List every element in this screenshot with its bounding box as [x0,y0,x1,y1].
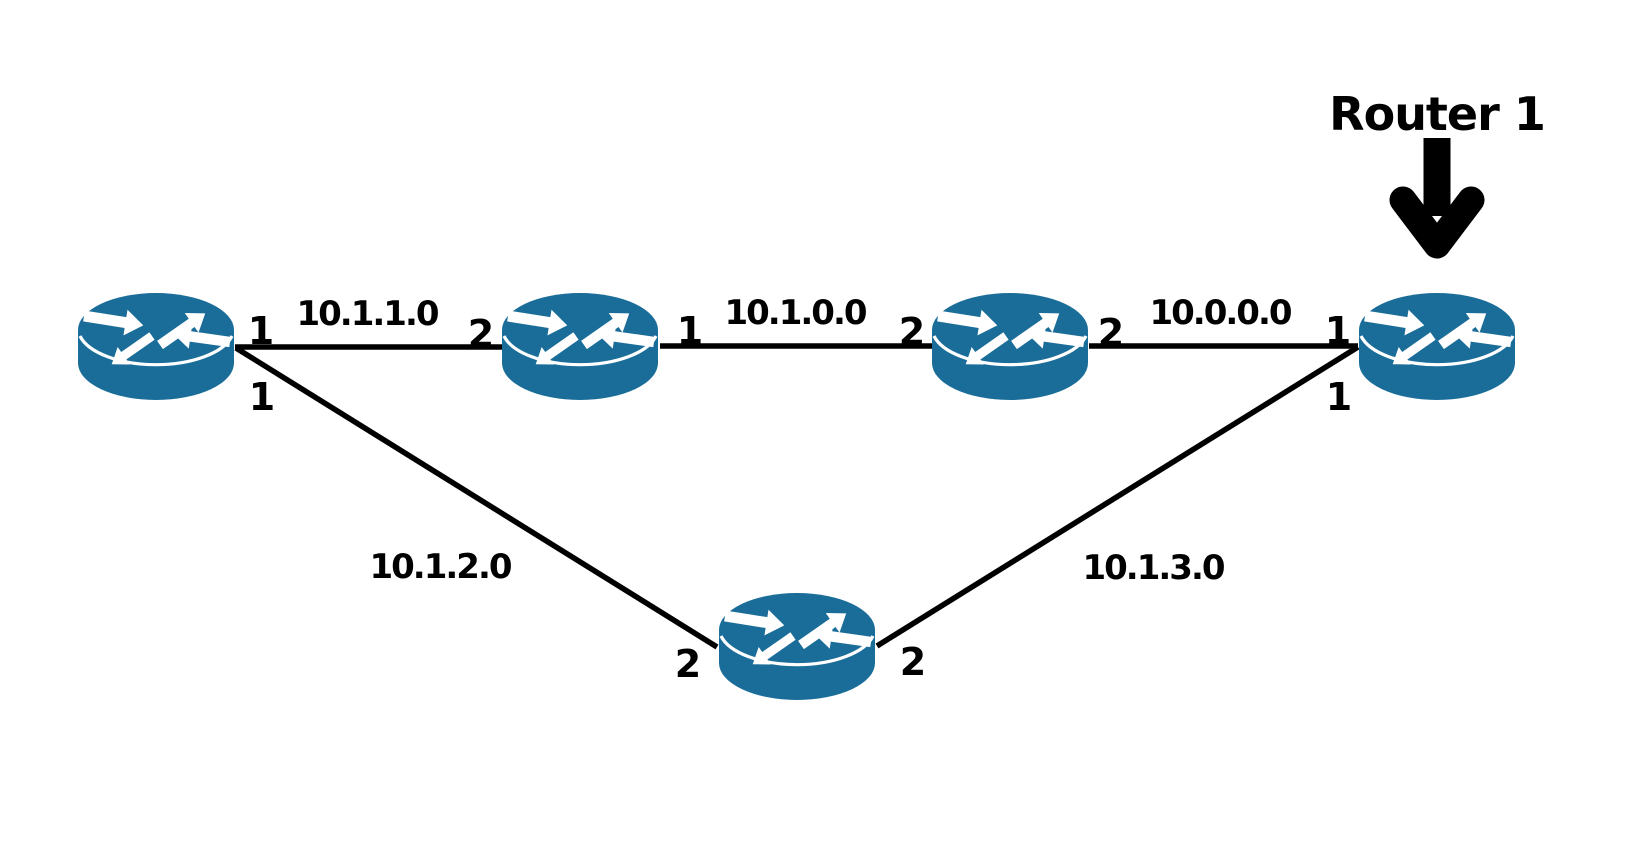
link-bottom-router1 [875,344,1360,649]
if-label-a-bottom-end-b: 2 [674,642,702,686]
if-label-a-b-end-b: 2 [467,312,495,356]
if-label-b-c-end-a: 1 [676,309,704,353]
router-icon [1357,292,1517,400]
router-icon [500,292,660,400]
if-label-c-router1-end-a: 2 [1097,311,1125,355]
router-1 [1357,292,1517,400]
if-label-a-b-end-a: 1 [247,309,275,353]
if-label-bottom-router1-end-a: 2 [899,640,927,684]
router-icon [717,592,877,700]
router-icon [76,292,236,400]
link-a-bottom [234,345,719,650]
if-label-a-bottom-end-a: 1 [248,375,276,419]
router-icon [930,292,1090,400]
router-mid-right [930,292,1090,400]
network-label-10-1-2-0: 10.1.2.0 [369,547,512,587]
router1-callout-label: Router 1 [1329,87,1546,141]
if-label-c-router1-end-b: 1 [1324,309,1352,353]
network-label-10-1-3-0: 10.1.3.0 [1082,548,1225,588]
network-label-10-1-1-0: 10.1.1.0 [296,294,439,334]
router-bottom [717,592,877,700]
if-label-b-c-end-b: 2 [898,310,926,354]
router-mid-left [500,292,660,400]
network-label-10-0-0-0: 10.0.0.0 [1149,293,1292,333]
network-label-10-1-0-0: 10.1.0.0 [724,293,867,333]
down-arrow-icon [1389,138,1485,259]
router-far-left [76,292,236,400]
if-label-bottom-router1-end-b: 1 [1325,375,1353,419]
